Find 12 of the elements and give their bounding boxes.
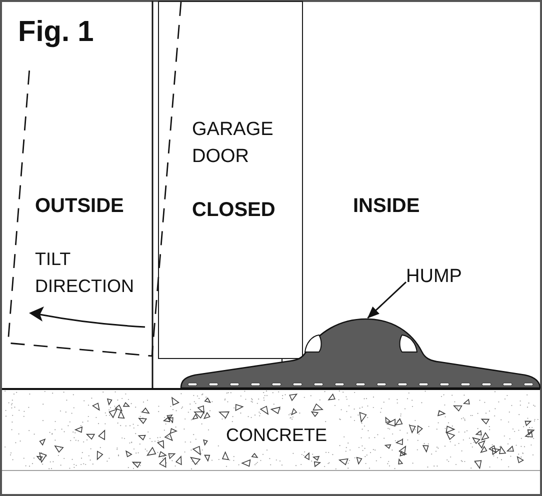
callout-label: HUMP [406,265,462,288]
door-label: GARAGE DOOR [192,118,274,169]
material-label: CONCRETE [226,424,328,446]
hump-profile [180,318,541,388]
concrete-slab [2,388,540,471]
leader-arrow [367,281,407,319]
garage-door-panel [158,1,303,359]
area-label: OUTSIDE [35,194,124,218]
status-label: CLOSED [192,198,276,222]
figure-title: Fig. 1 [18,18,94,47]
area-label: INSIDE [353,194,420,218]
direction-label: TILT DIRECTION [35,248,134,298]
